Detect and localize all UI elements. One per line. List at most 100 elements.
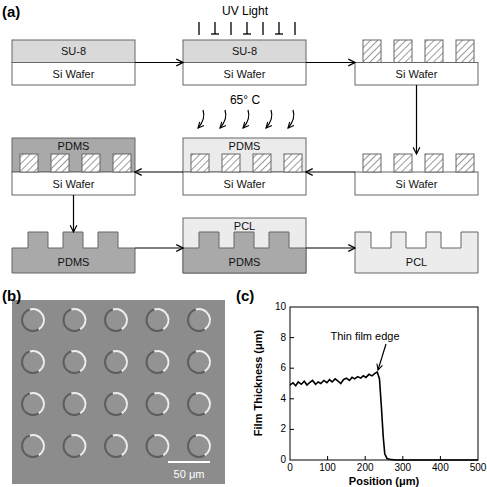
layer-stack: Si Wafer — [355, 154, 478, 195]
tick-label: 10 — [275, 301, 286, 313]
tick-label: 4 — [280, 393, 286, 405]
mask-bar — [294, 22, 295, 35]
y-tick — [290, 398, 294, 399]
su8-feature — [284, 154, 302, 172]
process-note: UV Light — [222, 5, 268, 19]
heat-arrow — [198, 110, 204, 128]
micro-well — [63, 350, 87, 374]
well-rim-dark — [187, 435, 205, 458]
micro-well — [21, 308, 45, 332]
layer-stack: PDMS — [12, 232, 135, 273]
well-rim-light — [154, 392, 170, 414]
micro-well — [21, 392, 45, 416]
su8-feature — [82, 154, 100, 172]
well-rim-dark — [104, 393, 122, 416]
su8-feature — [253, 154, 271, 172]
su8-feature — [20, 154, 38, 172]
axis-ticks — [290, 338, 440, 460]
uv-ray — [275, 33, 283, 34]
layer-label: Si Wafer — [12, 67, 135, 80]
process-arrow — [73, 195, 74, 232]
tick-label: 100 — [319, 462, 336, 474]
well-rim-dark — [187, 309, 205, 332]
su8-layer — [183, 40, 306, 63]
well-rim-dark — [146, 393, 164, 416]
well-rim-dark — [21, 351, 39, 374]
micro-well — [146, 392, 170, 416]
well-rim-light — [154, 308, 170, 330]
layer-label: Si Wafer — [183, 67, 306, 80]
uv-ray — [243, 33, 251, 34]
well-rim-dark — [21, 435, 39, 458]
pcl-film — [355, 232, 478, 273]
plot-frame — [290, 307, 478, 460]
layer-stack: SU-8 Si Wafer — [12, 40, 135, 85]
mask-bar — [198, 22, 199, 35]
micro-well — [104, 434, 128, 458]
y-tick — [290, 429, 294, 430]
layer-label: SU-8 — [183, 45, 306, 58]
well-rim-dark — [146, 351, 164, 374]
uv-mask — [199, 22, 295, 35]
well-rim-light — [154, 350, 170, 372]
panel-letter: (c) — [236, 287, 254, 304]
su8-feature — [425, 154, 443, 172]
tick-label: 200 — [357, 462, 374, 474]
well-rim-light — [112, 434, 128, 456]
micro-well — [63, 434, 87, 458]
micro-well — [146, 350, 170, 374]
well-rim-light — [71, 434, 87, 456]
su8-feature — [394, 154, 412, 172]
mask-bar — [262, 22, 263, 35]
layer-label: SU-8 — [12, 45, 135, 58]
well-rim-dark — [63, 351, 81, 374]
layer-stack: PDMSSi Wafer — [183, 138, 306, 195]
well-rim-light — [154, 434, 170, 456]
well-rim-light — [195, 350, 211, 372]
tick-label: 500 — [470, 462, 487, 474]
well-rim-dark — [104, 435, 122, 458]
process-arrow — [416, 85, 417, 154]
layer-label: PDMS — [12, 140, 135, 153]
layer-label: Si Wafer — [355, 67, 478, 80]
wafer-layer — [183, 63, 306, 86]
micro-well — [187, 308, 211, 332]
heat-arrows — [198, 110, 294, 128]
annotation-arrow — [378, 344, 386, 370]
wafer-layer — [183, 172, 306, 195]
tick-label: 8 — [280, 332, 286, 344]
micro-well — [104, 308, 128, 332]
heat-arrow — [243, 110, 249, 128]
x-tick — [327, 456, 328, 460]
process-arrow — [306, 62, 355, 63]
axis-title: Film Thickness (μm) — [252, 330, 265, 436]
layer-stack: Si Wafer — [355, 40, 478, 85]
y-tick — [290, 337, 294, 338]
micro-well — [187, 392, 211, 416]
su8-feature — [425, 40, 443, 63]
su8-feature — [113, 154, 131, 172]
su8-feature — [363, 40, 381, 63]
su8-feature — [394, 40, 412, 63]
process-arrow — [306, 247, 355, 248]
su8-feature — [363, 154, 381, 172]
layer-label: PCL — [355, 256, 478, 269]
well-rim-light — [195, 434, 211, 456]
well-array — [21, 308, 211, 458]
micrograph — [12, 300, 225, 484]
panel-letter: (a) — [2, 3, 20, 20]
process-note: 65° C — [230, 94, 260, 108]
micro-well — [104, 392, 128, 416]
heat-arrow — [220, 110, 226, 128]
y-tick — [290, 368, 294, 369]
wafer-layer — [12, 63, 135, 86]
layer-stack: SU-8 Si Wafer — [183, 40, 306, 85]
micro-well — [187, 350, 211, 374]
su8-feature — [191, 154, 209, 172]
uv-ray — [211, 33, 219, 34]
wafer-layer — [12, 172, 135, 195]
well-rim-dark — [63, 393, 81, 416]
process-arrow — [135, 62, 183, 63]
layer-label: PCL — [183, 220, 306, 233]
